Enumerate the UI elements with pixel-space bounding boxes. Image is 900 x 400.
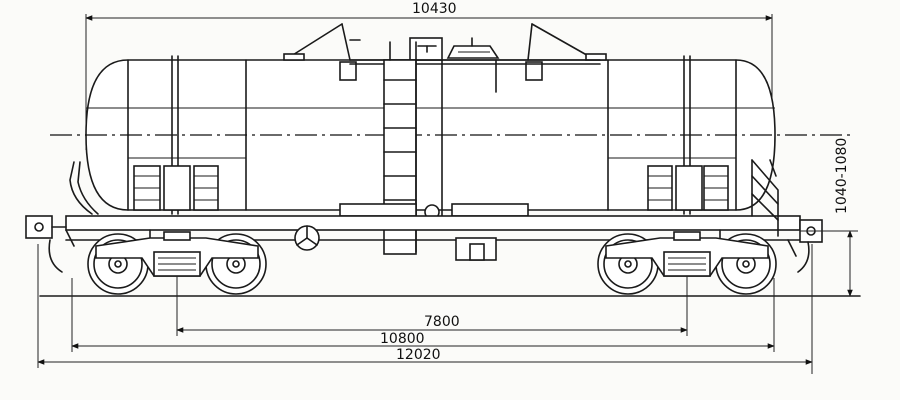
dim-bogie-centers: 7800 [176,276,688,336]
end-platform-left [69,161,99,215]
dim-frame-length: 10800 [71,278,775,352]
dim-coupler-height: 1040-1080 [800,138,858,297]
safety-valve-right [525,23,607,81]
tank-barrel [85,59,776,211]
dim-coupler-height-label: 1040-1080 [834,138,850,214]
dim-bogie-centers-label: 7800 [424,314,460,330]
dim-frame-length-label: 10800 [380,331,425,347]
tank-band-left [133,55,219,215]
bogie-left [87,231,267,295]
bogie-right [597,231,777,295]
coupler-left [25,215,75,273]
dim-coupler-length: 12020 [37,244,813,374]
handbrake-wheel-icon [294,225,320,251]
dim-tank-length-label: 10430 [412,1,457,17]
tank-band-right [647,55,729,215]
end-platform-right [751,159,779,237]
safety-valve-left [283,23,361,81]
manhole-dome [409,37,500,93]
dim-coupler-length-label: 12020 [396,347,441,363]
